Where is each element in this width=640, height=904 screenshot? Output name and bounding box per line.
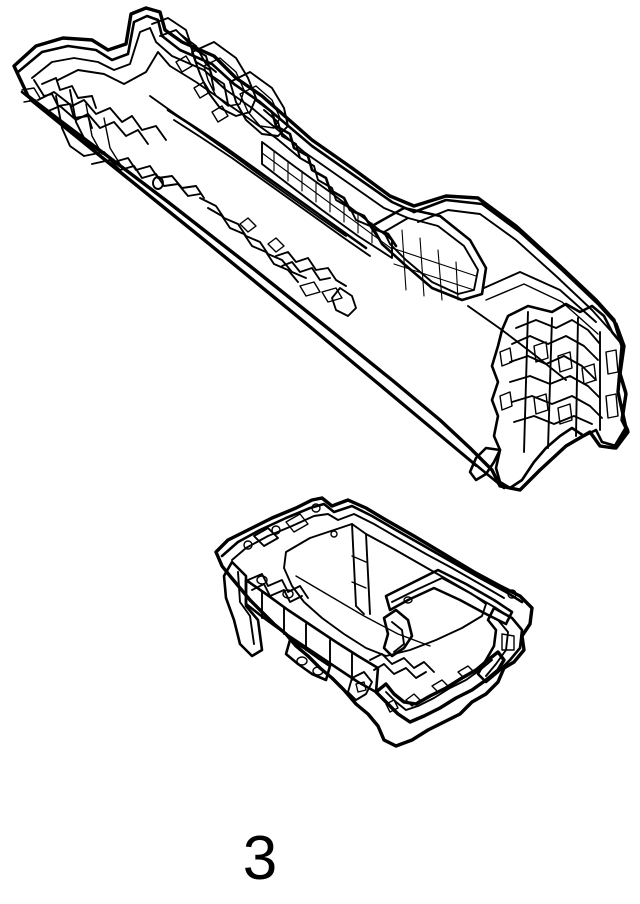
fastener-hole-icon — [271, 525, 281, 535]
fastener-hole-icon — [296, 656, 308, 666]
part-callout-number: 3 — [242, 824, 278, 893]
fastener-hole-icon — [507, 589, 517, 599]
console-rear-bracket — [468, 302, 630, 490]
fastener-hole-icon — [243, 540, 253, 550]
mounting-hole-icon — [152, 176, 164, 190]
fastener-hole-icon — [403, 596, 413, 604]
fastener-hole-icon — [330, 530, 338, 538]
fastener-hole-icon — [256, 575, 268, 585]
part-console-storage-bracket — [214, 496, 534, 748]
console-grille-panel — [261, 141, 393, 259]
part-center-console-body — [12, 6, 630, 492]
fastener-hole-icon — [311, 503, 321, 513]
fastener-hole-icon — [312, 666, 324, 676]
console-rear-vent — [370, 206, 488, 302]
fastener-hole-icon — [282, 589, 294, 599]
